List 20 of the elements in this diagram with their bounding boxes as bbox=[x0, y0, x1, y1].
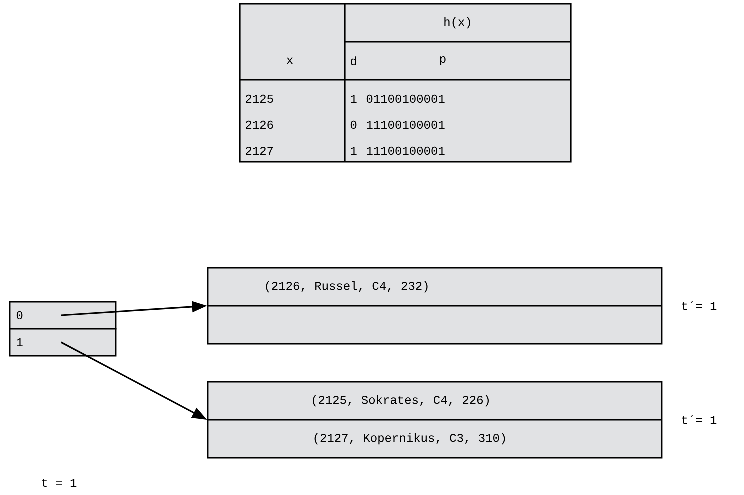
bucket-box: (2126, Russel, C4, 232) bbox=[207, 267, 663, 345]
directory-cell: 0 bbox=[9, 301, 117, 330]
depth-label: t´= 1 bbox=[682, 416, 717, 424]
table-cell: 1 bbox=[351, 147, 357, 155]
table-cell: 2125 bbox=[246, 94, 274, 104]
table-cell: d bbox=[351, 56, 356, 66]
table-cell: h(x) bbox=[444, 17, 470, 29]
table-cell: 0 bbox=[350, 120, 357, 130]
table-cell: 11100100001 bbox=[367, 146, 445, 156]
table-cell: p bbox=[440, 56, 446, 66]
text-label: t = 1 bbox=[42, 478, 77, 488]
table-cell: 2127 bbox=[246, 146, 274, 155]
table-cell: x bbox=[286, 58, 294, 64]
directory-cell: 1 bbox=[9, 328, 117, 357]
depth-label: t´= 1 bbox=[682, 302, 717, 310]
table-cell: 2126 bbox=[246, 120, 274, 130]
bucket-box: (2125, Sokrates, C4, 226) (2127, Kopernikus, C3, 310) bbox=[207, 381, 663, 459]
table-cell: 1 bbox=[351, 95, 357, 103]
table-cell: 01100100001 bbox=[366, 94, 445, 104]
table-cell: 11100100001 bbox=[367, 120, 445, 130]
